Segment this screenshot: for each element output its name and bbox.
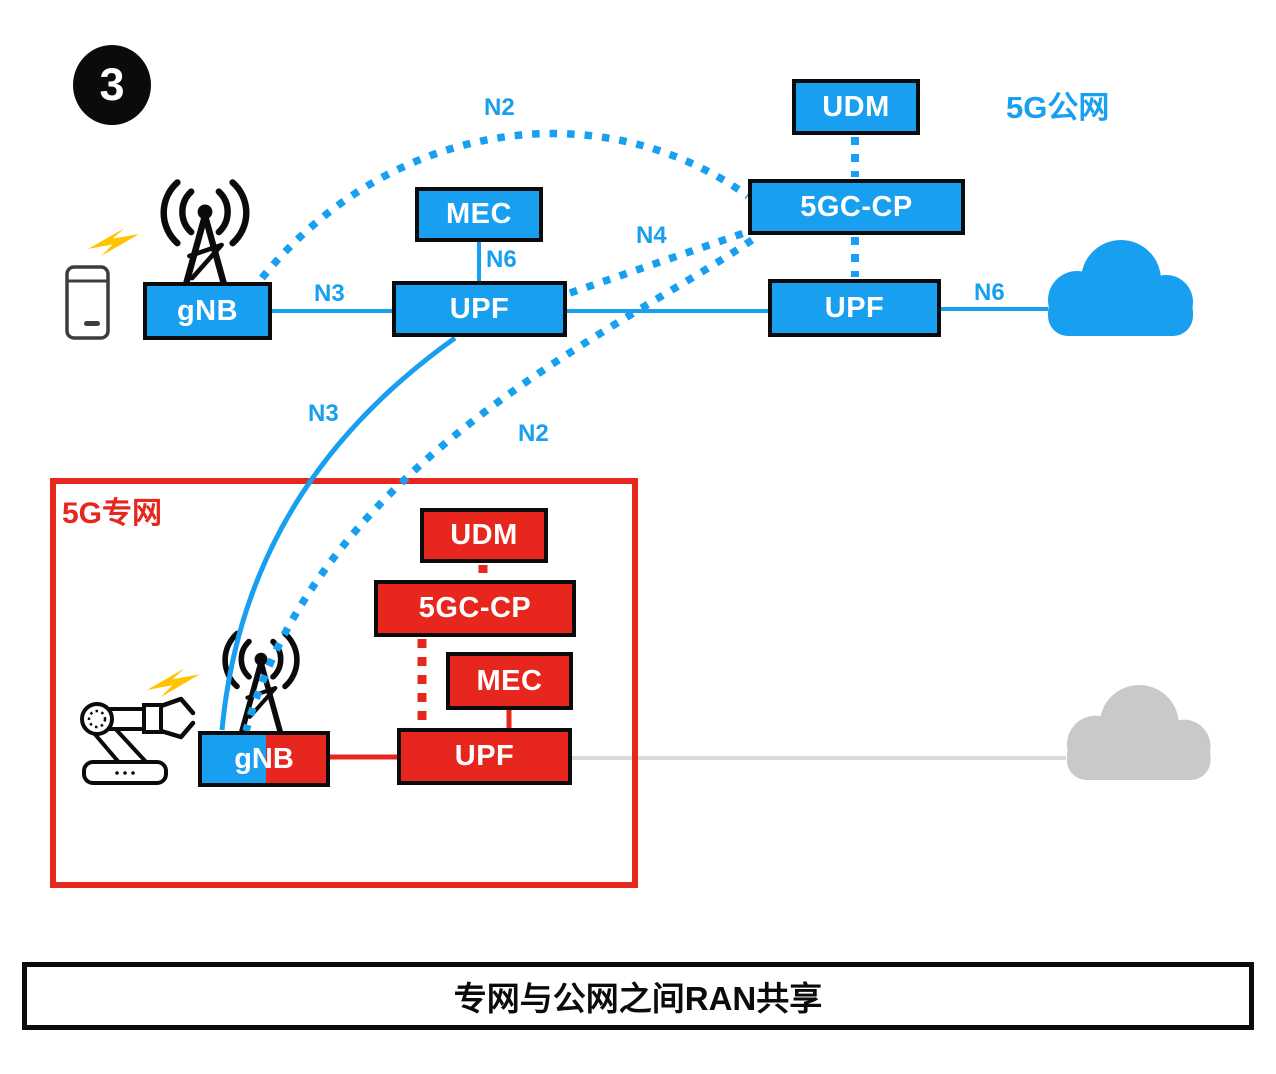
lightning-icon-public	[88, 228, 140, 256]
cloud-icon-private	[1066, 685, 1211, 781]
private-network-region-border	[50, 478, 638, 888]
public-gnb-cp-curve-n2	[259, 129, 751, 281]
public-upf-cp-link-n4	[568, 227, 752, 297]
lightning-icon-private	[147, 668, 200, 698]
shared-upf-gnb-curve-n3	[219, 335, 457, 731]
cloud-icon-public	[1048, 240, 1193, 336]
smartphone-icon	[65, 265, 110, 340]
robot-arm-icon	[80, 696, 196, 785]
antenna-icon-public	[164, 182, 247, 302]
shared-cp-gnb-curve-n2	[242, 236, 755, 732]
